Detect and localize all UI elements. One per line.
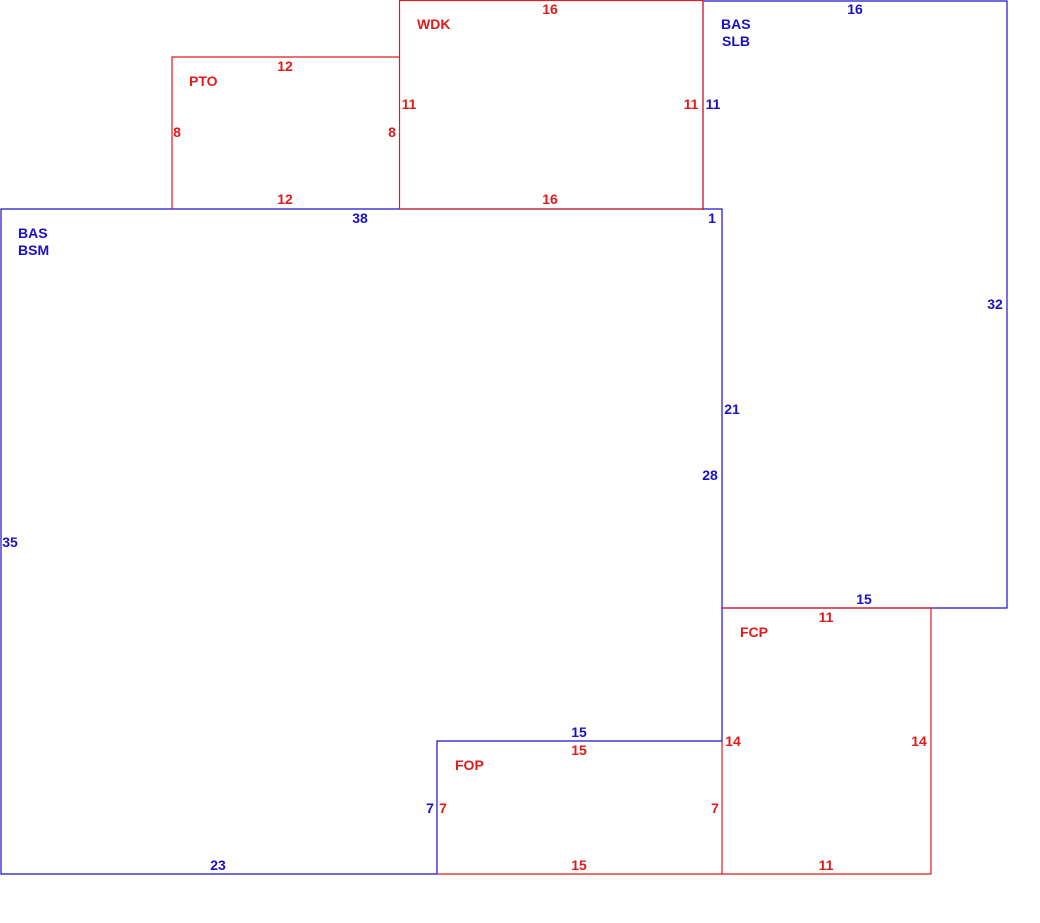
area-bas-slb-label-line1: BAS (721, 16, 751, 32)
dim-pto-top: 12 (277, 58, 293, 74)
area-wdk-label: WDK (417, 16, 450, 32)
area-wdk-outline (398, 0, 704, 210)
dim-bas-bsm-notch-left: 7 (426, 800, 434, 816)
area-bas-slb: BAS SLB 16 11 32 21 15 (702, 0, 1008, 609)
dim-bas-bsm-left: 35 (2, 534, 18, 550)
dim-pto-right: 8 (388, 124, 396, 140)
dim-fcp-right: 14 (911, 733, 927, 749)
area-pto-outline (171, 56, 399, 209)
area-pto-label: PTO (189, 73, 218, 89)
dim-pto-left: 8 (173, 124, 181, 140)
dim-fcp-left: 14 (725, 733, 741, 749)
dim-bas-slb-left: 11 (706, 96, 721, 112)
dim-bas-bsm-notch-top: 15 (571, 724, 587, 740)
dim-fcp-bottom: 11 (819, 857, 834, 873)
area-bas-slb-label-line2: SLB (722, 33, 750, 49)
dim-fop-top: 15 (571, 742, 587, 758)
area-fop: FOP 15 7 7 15 (437, 741, 723, 875)
dim-wdk-top: 16 (542, 1, 558, 17)
area-wdk: WDK 16 11 11 16 (398, 0, 704, 210)
dim-bas-slb-right: 32 (987, 296, 1003, 312)
area-fcp-label: FCP (740, 624, 768, 640)
area-bas-bsm-label-line1: BAS (18, 225, 48, 241)
area-fop-outline (437, 741, 723, 875)
dim-wdk-left: 11 (402, 96, 417, 112)
dim-pto-bottom: 12 (277, 191, 293, 207)
dim-fop-right: 7 (711, 800, 719, 816)
dim-bas-slb-left-lower: 21 (724, 401, 740, 417)
area-fcp-outline (722, 607, 932, 875)
dim-fcp-top: 11 (819, 609, 834, 625)
area-bas-bsm-outline (0, 208, 723, 875)
dim-bas-slb-bottom: 15 (856, 591, 872, 607)
dim-bas-bsm-right: 28 (702, 467, 718, 483)
area-fcp: FCP 11 14 14 11 (722, 607, 932, 875)
area-fop-label: FOP (455, 757, 484, 773)
dim-fop-bottom: 15 (571, 857, 587, 873)
dim-wdk-bottom: 16 (542, 191, 558, 207)
dim-bas-bsm-bottom: 23 (210, 857, 226, 873)
dim-bas-slb-top: 16 (847, 1, 863, 17)
dim-fop-left: 7 (439, 800, 447, 816)
area-bas-bsm: BAS BSM 38 1 35 28 23 15 7 (0, 208, 723, 875)
area-bas-slb-outline (702, 0, 1008, 609)
area-bas-bsm-label-line2: BSM (18, 242, 49, 258)
dim-wdk-right: 11 (684, 96, 699, 112)
dim-bas-bsm-top: 38 (352, 210, 368, 226)
dim-bas-bsm-top-right: 1 (708, 210, 716, 226)
area-pto: PTO 12 8 8 12 (171, 56, 399, 209)
